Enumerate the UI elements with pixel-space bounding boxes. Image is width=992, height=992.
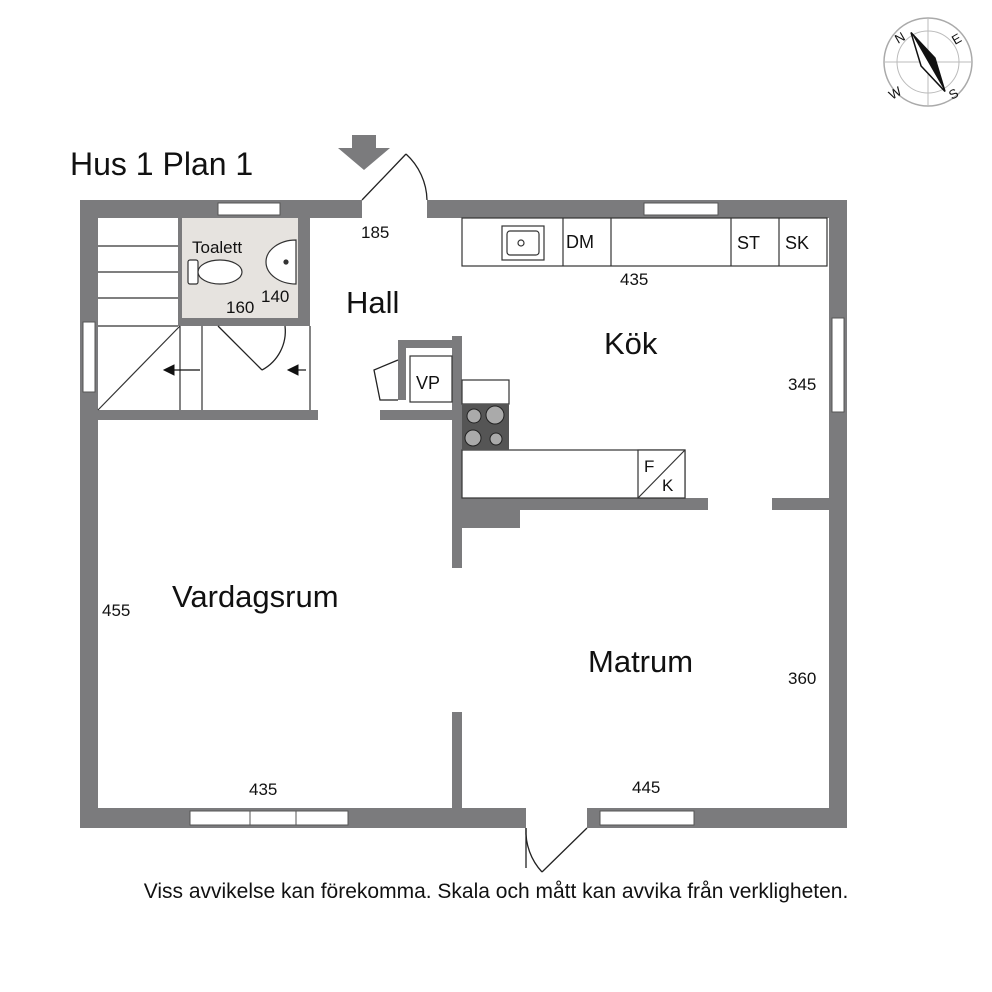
room-label-toalett: Toalett (192, 238, 242, 257)
dim-kok-depth: 345 (788, 375, 816, 394)
toilet-icon (187, 259, 243, 285)
wash-basin-icon (265, 239, 297, 285)
kitchen-island (461, 449, 686, 499)
kitchen-counter (461, 217, 828, 267)
doors (217, 153, 588, 873)
plan-title: Hus 1 Plan 1 (70, 146, 253, 182)
sink-icon (501, 225, 545, 261)
dim-toalett-b: 140 (261, 287, 289, 306)
room-label-kok: Kök (604, 326, 658, 361)
dim-matrum-width: 445 (632, 778, 660, 797)
dim-vardagsrum-width: 435 (249, 780, 277, 799)
stair-arrows-icon (162, 364, 306, 376)
compass-e: E (949, 30, 964, 47)
dim-vardagsrum-depth: 455 (102, 601, 130, 620)
room-label-matrum: Matrum (588, 644, 693, 679)
compass-rose: N E S W (883, 17, 973, 107)
appliance-f: F (644, 457, 654, 476)
appliance-dm: DM (566, 232, 594, 252)
vp-closet (409, 355, 453, 403)
entrance-arrow-icon (338, 135, 390, 170)
dim-matrum-depth: 360 (788, 669, 816, 688)
appliance-st: ST (737, 233, 760, 253)
room-label-vardagsrum: Vardagsrum (172, 579, 339, 614)
dim-kok-width: 435 (620, 270, 648, 289)
disclaimer: Viss avvikelse kan förekomma. Skala och … (144, 880, 849, 903)
dim-toalett-a: 160 (226, 298, 254, 317)
windows (82, 202, 845, 826)
dim-hall-width: 185 (361, 223, 389, 242)
appliance-vp: VP (416, 373, 440, 393)
compass-w: W (886, 83, 905, 102)
compass-n: N (892, 29, 908, 47)
appliance-sk: SK (785, 233, 809, 253)
counter-stub (461, 379, 510, 405)
appliance-k: K (662, 476, 674, 495)
staircase (97, 245, 311, 411)
stove-icon (462, 404, 509, 450)
room-label-hall: Hall (346, 285, 399, 320)
